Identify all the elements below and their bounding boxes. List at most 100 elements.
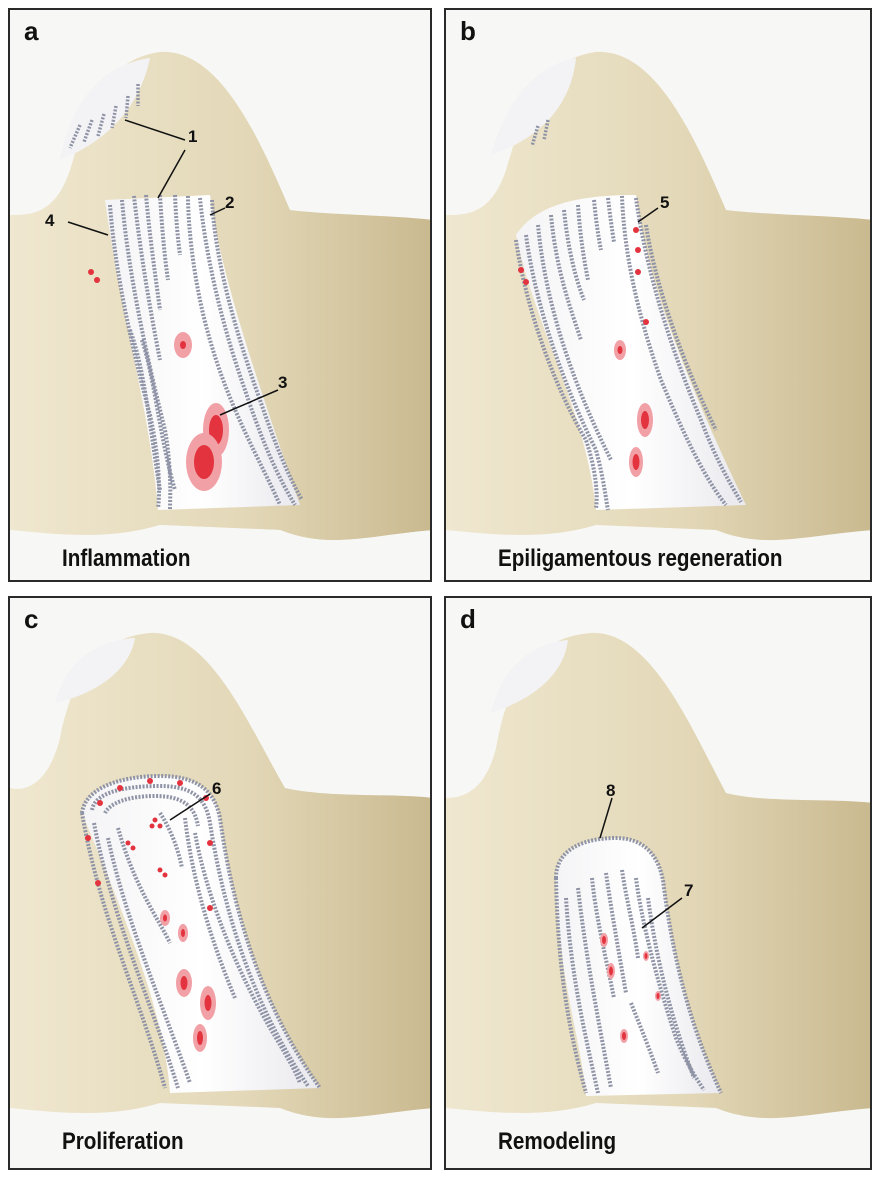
fiber-a11: [140, 339, 177, 491]
fiber-b11: [644, 224, 718, 431]
fiber-c6: [106, 837, 192, 1084]
cell-c15: [162, 872, 168, 878]
fiber-b2: [524, 234, 610, 511]
cell-c1: [97, 800, 103, 806]
leader-8: [599, 797, 613, 839]
cell-c21: [197, 1031, 203, 1045]
stump-fiber-5: [124, 95, 130, 119]
stump-fiber-1: [68, 124, 82, 149]
callout-3: 3: [278, 373, 287, 392]
cell-b4: [643, 319, 649, 325]
cell-c3: [147, 778, 153, 784]
panel-b: 5 b Epiligamentous regeneration: [444, 8, 872, 582]
panel-c-illustration: 6: [10, 632, 430, 1119]
panel-b-illustration: 5: [446, 51, 870, 541]
fiber-d2: [554, 877, 588, 1094]
cell-a1: [180, 341, 186, 349]
leader-3: [219, 389, 279, 416]
cell-b8: [641, 411, 649, 429]
cell-d2: [609, 966, 613, 976]
callout-1: 1: [188, 127, 197, 146]
cell-c12: [125, 840, 131, 846]
leader-1b: [157, 149, 186, 199]
fiber-c5: [103, 793, 200, 827]
fiber-b8: [606, 197, 616, 243]
fiber-a6: [173, 194, 182, 256]
cell-d3: [644, 953, 648, 959]
cell-c11: [149, 823, 155, 829]
fiber-c7: [116, 827, 172, 944]
leader-5: [637, 207, 659, 223]
cell-b9: [632, 454, 640, 470]
fiber-d9: [646, 897, 696, 1079]
cell-a3: [194, 445, 214, 479]
cell-c10: [157, 823, 163, 829]
cell-b5: [518, 267, 524, 273]
cell-c9: [152, 817, 158, 823]
fiber-d10: [629, 1002, 660, 1074]
cell-c6: [207, 840, 213, 846]
fiber-b1: [514, 239, 599, 509]
acl-ligament: [105, 195, 300, 510]
fiber-a2: [120, 199, 173, 511]
fiber-c1: [80, 773, 322, 1090]
panel-a: 1 2 3 4 a Inflammation: [8, 8, 432, 582]
fiber-a3: [132, 195, 162, 361]
fiber-b7: [592, 199, 603, 251]
cell-c19: [180, 976, 188, 990]
cell-d1: [602, 936, 606, 944]
callout-7: 7: [684, 881, 693, 900]
cell-b1: [633, 227, 639, 233]
cell-d5: [622, 1032, 626, 1040]
cell-a5: [94, 277, 100, 283]
panel-d-letter: d: [460, 604, 476, 634]
callout-4: 4: [45, 211, 55, 230]
fiber-d3: [564, 897, 600, 1094]
fiber-c9: [193, 832, 302, 1084]
fiber-d1: [554, 835, 723, 1094]
fiber-d4: [576, 887, 613, 1089]
cell-c2: [117, 785, 123, 791]
callout-2: 2: [225, 193, 234, 212]
fiber-a1: [108, 204, 162, 509]
cell-c16: [207, 905, 213, 911]
stump-fiber-4: [110, 105, 118, 129]
leader-2: [209, 207, 226, 216]
femoral-notch: [60, 58, 150, 160]
stump-fiber-2: [82, 119, 94, 143]
fiber-b3: [536, 224, 613, 461]
fiber-b6: [576, 204, 590, 281]
panel-d-illustration: 7 8: [446, 632, 870, 1119]
cell-c14: [157, 867, 163, 873]
panel-c-letter: c: [24, 604, 39, 634]
fiber-c2: [80, 812, 167, 1089]
panel-c: 6 c Proliferation: [8, 596, 432, 1170]
panel-a-letter: a: [24, 16, 39, 46]
cell-b2: [635, 247, 641, 253]
cell-c18: [181, 929, 185, 937]
panel-c-title: Proliferation: [62, 1128, 184, 1155]
cell-c13: [130, 845, 136, 851]
fiber-d6: [604, 872, 628, 994]
stump-fiber-3: [96, 113, 106, 137]
leader-7: [641, 897, 683, 929]
fiber-a4: [144, 194, 162, 311]
femoral-notch: [491, 640, 568, 713]
cell-b6: [523, 279, 529, 285]
fiber-c3: [90, 783, 310, 1088]
panel-d: 7 8 d Remodeling: [444, 596, 872, 1170]
cell-b3: [635, 269, 641, 275]
panel-b-letter: b: [460, 16, 476, 46]
fiber-b5: [562, 209, 586, 301]
fiber-a10: [128, 329, 162, 491]
fiber-b10: [634, 197, 743, 504]
cell-c7: [85, 835, 91, 841]
cell-b7: [617, 346, 623, 354]
callout-6: 6: [212, 779, 221, 798]
fiber-b4: [549, 214, 583, 341]
femoral-notch: [491, 58, 576, 155]
panel-a-title: Inflammation: [62, 545, 191, 572]
panel-b-title: Epiligamentous regeneration: [498, 545, 783, 572]
fiber-c4: [92, 822, 180, 1089]
leader-6: [169, 793, 211, 821]
